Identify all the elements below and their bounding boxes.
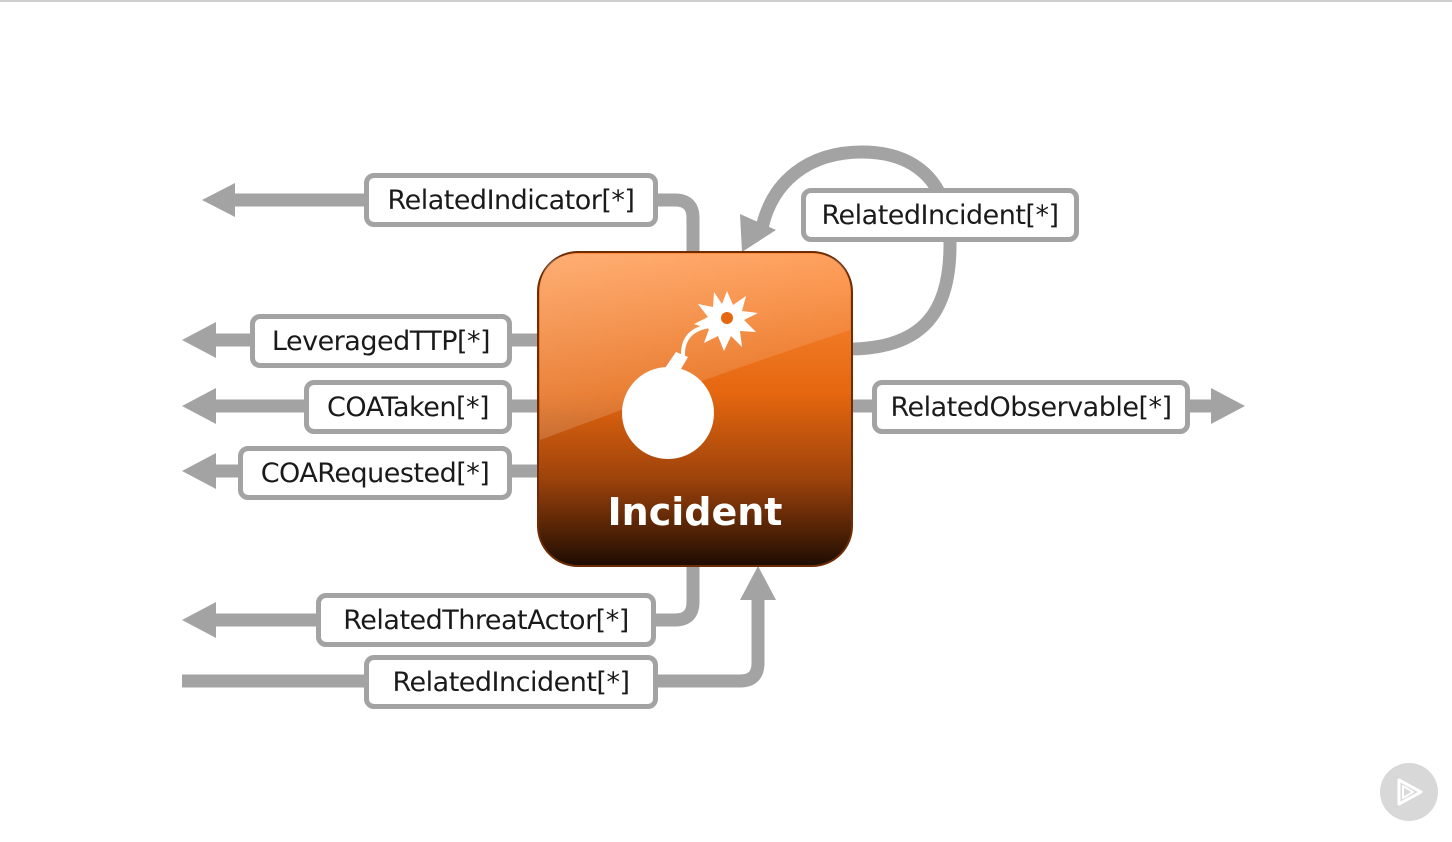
play-icon [1397,778,1423,806]
top-divider [0,0,1452,2]
coa-taken-label: COATaken[*] [304,380,512,434]
related-incident-self-connector [755,145,957,356]
related-observable-arrowhead [1211,388,1245,424]
bomb-icon [622,291,758,459]
incident-node-title: Incident [607,490,783,534]
related-incident-incoming-connector [182,598,765,688]
coa-requested-label: COARequested[*] [238,446,512,500]
coa-requested-arrowhead [182,453,216,489]
related-threat-actor-connector [214,560,700,627]
leveraged-ttp-label: LeveragedTTP[*] [250,314,512,368]
play-button[interactable] [1380,763,1438,821]
related-threat-actor-arrowhead [182,602,216,638]
related-incident-incoming-label: RelatedIncident[*] [364,655,658,709]
coa-taken-arrowhead [182,388,216,424]
related-incident-self-label: RelatedIncident[*] [801,188,1079,242]
related-indicator-arrowhead [202,183,235,217]
related-threat-actor-label: RelatedThreatActor[*] [316,593,656,647]
related-indicator-label: RelatedIndicator[*] [364,173,658,227]
related-incident-incoming-arrowhead [740,566,776,600]
related-observable-label: RelatedObservable[*] [872,380,1190,434]
leveraged-ttp-arrowhead [182,322,216,358]
related-incident-self-arrowhead [740,214,776,252]
related-indicator-connector [232,193,700,258]
